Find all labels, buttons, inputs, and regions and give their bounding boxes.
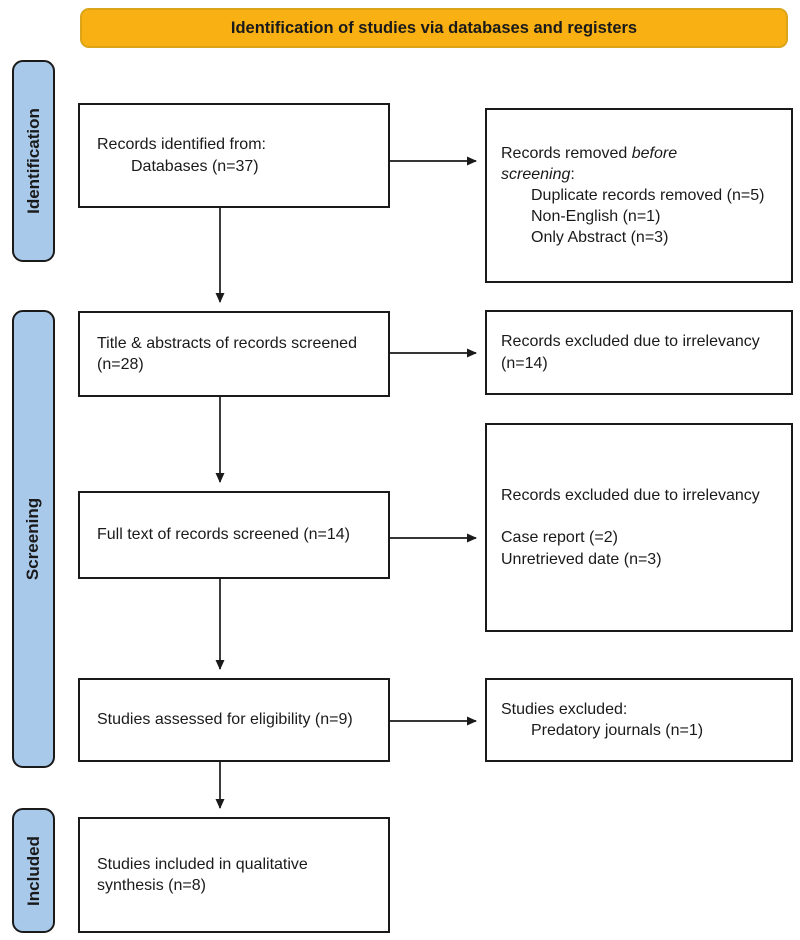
box-records-identified-line1: Records identified from: xyxy=(97,136,266,154)
records-removed-prefix: Records removed xyxy=(501,144,632,162)
stage-screening-label: Screening xyxy=(23,497,43,581)
stage-included-label: Included xyxy=(23,835,43,906)
stage-screening: Screening xyxy=(12,310,55,768)
stage-identification-label: Identification xyxy=(23,108,43,214)
records-removed-suffix: : xyxy=(570,165,575,183)
box-records-identified-line2: Databases (n=37) xyxy=(131,157,259,175)
excluded-item-predatory-journals: Predatory journals (n=1) xyxy=(531,722,704,739)
box-records-identified: Records identified from: Databases (n=37… xyxy=(78,103,390,208)
records-removed-italic2: screening xyxy=(501,165,571,183)
box-studies-assessed-text: Studies assessed for eligibility (n=9) xyxy=(97,711,353,729)
box-studies-assessed: Studies assessed for eligibility (n=9) xyxy=(78,678,390,762)
box-full-text-screened-text: Full text of records screened (n=14) xyxy=(97,526,351,544)
box-records-excluded-irrelevancy-1: Records excluded due to irrelevancy (n=1… xyxy=(485,310,793,395)
records-excluded-1-text: Records excluded due to irrelevancy xyxy=(501,333,760,351)
box-studies-included-text: Studies included in qualitative synthesi… xyxy=(97,855,308,894)
banner: Identification of studies via databases … xyxy=(80,8,788,48)
box-records-removed-before-screening: Records removed before screening: Duplic… xyxy=(485,108,793,283)
excluded-item-case-report: Case report (=2) xyxy=(501,529,618,547)
box-title-abstracts-screened-text: Title & abstracts of records screened (n… xyxy=(97,334,357,373)
box-records-excluded-irrelevancy-2: Records excluded due to irrelevancy Case… xyxy=(485,423,793,632)
records-removed-italic1: before xyxy=(631,144,678,162)
box-title-abstracts-screened: Title & abstracts of records screened (n… xyxy=(78,311,390,397)
banner-label: Identification of studies via databases … xyxy=(230,18,638,37)
studies-excluded-text: Studies excluded: xyxy=(501,700,628,718)
records-excluded-2-text: Records excluded due to irrelevancy xyxy=(501,487,760,505)
stage-identification: Identification xyxy=(12,60,55,262)
box-full-text-screened: Full text of records screened (n=14) xyxy=(78,491,390,579)
stage-included: Included xyxy=(12,808,55,933)
excluded-item-unretrieved-date: Unretrieved date (n=3) xyxy=(501,550,662,568)
removed-item-only-abstract: Only Abstract (n=3) xyxy=(531,229,669,247)
blank-line xyxy=(501,506,781,527)
removed-item-duplicates: Duplicate records removed (n=5) xyxy=(531,186,765,204)
box-studies-included: Studies included in qualitative synthesi… xyxy=(78,817,390,933)
records-excluded-1-count: (n=14) xyxy=(501,354,548,372)
box-records-removed-items: Duplicate records removed (n=5) Non-Engl… xyxy=(501,185,781,248)
box-records-removed-line1: Records removed before xyxy=(501,143,781,164)
box-studies-excluded: Studies excluded: Predatory journals (n=… xyxy=(485,678,793,762)
removed-item-non-english: Non-English (n=1) xyxy=(531,208,661,226)
box-records-removed-line2: screening: xyxy=(501,164,781,185)
